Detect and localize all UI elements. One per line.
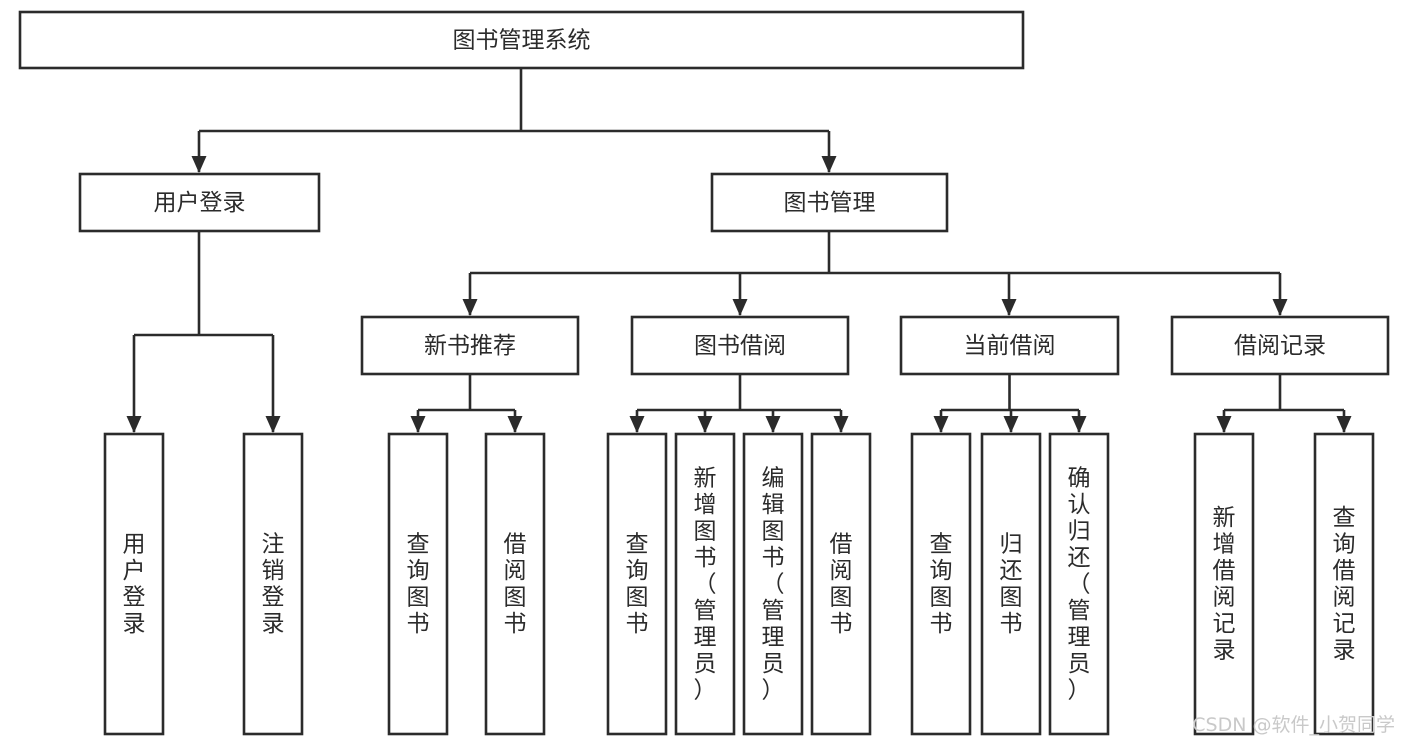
node-label-user-login: 用户登录 <box>154 190 246 216</box>
node-leaf-add-record[interactable]: 新增借阅记录 <box>1193 432 1255 736</box>
node-box-book-manage[interactable] <box>710 172 949 233</box>
arrow-head-icon <box>191 156 207 173</box>
node-label-new-book-recommend: 新书推荐 <box>424 333 516 359</box>
node-box-leaf-query-record[interactable] <box>1313 432 1375 736</box>
arrow-head-icon <box>1336 416 1352 433</box>
node-label-borrow-record: 借阅记录 <box>1234 333 1326 359</box>
arrow-head-icon <box>1003 416 1019 433</box>
node-box-leaf-borrow-book-rec[interactable] <box>484 432 546 736</box>
csdn-watermark: CSDN @软件_小贺同学 <box>1192 714 1395 736</box>
arrow-head-icon <box>765 416 781 433</box>
node-label-leaf-user-logout: 注销登录 <box>262 532 285 638</box>
node-leaf-query-record[interactable]: 查询借阅记录 <box>1313 432 1375 736</box>
node-box-leaf-return-book[interactable] <box>980 432 1042 736</box>
node-label-root: 图书管理系统 <box>453 28 591 54</box>
node-box-book-borrow[interactable] <box>630 315 850 376</box>
node-user-login[interactable]: 用户登录 <box>78 172 321 233</box>
arrow-head-icon <box>507 416 523 433</box>
node-label-leaf-add-record: 新增借阅记录 <box>1213 505 1236 664</box>
node-box-leaf-add-book[interactable] <box>674 432 736 736</box>
node-box-user-login[interactable] <box>78 172 321 233</box>
node-box-leaf-edit-book[interactable] <box>742 432 804 736</box>
node-leaf-query-book-rec[interactable]: 查询图书 <box>387 432 449 736</box>
arrow-head-icon <box>1216 416 1232 433</box>
node-box-leaf-add-record[interactable] <box>1193 432 1255 736</box>
node-leaf-return-book[interactable]: 归还图书 <box>980 432 1042 736</box>
node-box-leaf-borrow-book-b[interactable] <box>810 432 872 736</box>
node-leaf-confirm-return[interactable]: 确认归还（管理员） <box>1048 432 1110 736</box>
node-label-leaf-add-book: 新增图书（管理员） <box>694 465 717 703</box>
node-label-leaf-confirm-return: 确认归还（管理员） <box>1068 465 1091 703</box>
node-label-book-manage: 图书管理 <box>784 190 876 216</box>
node-box-leaf-confirm-return[interactable] <box>1048 432 1110 736</box>
node-book-manage[interactable]: 图书管理 <box>710 172 949 233</box>
node-box-new-book-recommend[interactable] <box>360 315 580 376</box>
node-box-leaf-user-login[interactable] <box>103 432 165 736</box>
node-leaf-user-logout[interactable]: 注销登录 <box>242 432 304 736</box>
node-label-book-borrow: 图书借阅 <box>694 333 786 359</box>
arrow-head-icon <box>410 416 426 433</box>
node-leaf-borrow-book-rec[interactable]: 借阅图书 <box>484 432 546 736</box>
arrow-head-icon <box>732 299 748 316</box>
node-current-borrow[interactable]: 当前借阅 <box>899 315 1120 376</box>
arrow-head-icon <box>833 416 849 433</box>
node-box-current-borrow[interactable] <box>899 315 1120 376</box>
node-label-leaf-return-book: 归还图书 <box>1000 532 1023 638</box>
node-box-leaf-user-logout[interactable] <box>242 432 304 736</box>
node-label-leaf-query-book-b: 查询图书 <box>626 532 649 638</box>
node-box-leaf-query-book-b[interactable] <box>606 432 668 736</box>
node-label-leaf-user-login: 用户登录 <box>123 532 146 638</box>
arrow-head-icon <box>126 416 142 433</box>
node-label-leaf-query-book-c: 查询图书 <box>930 532 953 638</box>
arrow-head-icon <box>697 416 713 433</box>
arrow-head-icon <box>462 299 478 316</box>
connector-layer <box>126 68 1352 433</box>
arrow-head-icon <box>1272 299 1288 316</box>
arrow-head-icon <box>933 416 949 433</box>
node-box-leaf-query-book-c[interactable] <box>910 432 972 736</box>
arrow-head-icon <box>821 156 837 173</box>
node-leaf-borrow-book-b[interactable]: 借阅图书 <box>810 432 872 736</box>
node-label-leaf-query-book-rec: 查询图书 <box>407 532 430 638</box>
node-layer: 图书管理系统用户登录图书管理新书推荐图书借阅当前借阅借阅记录用户登录注销登录查询… <box>18 10 1390 736</box>
node-label-leaf-borrow-book-rec: 借阅图书 <box>504 532 527 638</box>
node-leaf-edit-book[interactable]: 编辑图书（管理员） <box>742 432 804 736</box>
node-book-borrow[interactable]: 图书借阅 <box>630 315 850 376</box>
node-leaf-add-book[interactable]: 新增图书（管理员） <box>674 432 736 736</box>
node-label-leaf-edit-book: 编辑图书（管理员） <box>762 465 785 703</box>
node-label-leaf-query-record: 查询借阅记录 <box>1333 505 1356 664</box>
node-box-leaf-query-book-rec[interactable] <box>387 432 449 736</box>
arrow-head-icon <box>265 416 281 433</box>
arrow-head-icon <box>1071 416 1087 433</box>
node-box-borrow-record[interactable] <box>1170 315 1390 376</box>
node-label-leaf-borrow-book-b: 借阅图书 <box>830 532 853 638</box>
arrow-head-icon <box>1001 299 1017 316</box>
node-leaf-query-book-c[interactable]: 查询图书 <box>910 432 972 736</box>
node-leaf-user-login[interactable]: 用户登录 <box>103 432 165 736</box>
arrow-head-icon <box>629 416 645 433</box>
node-borrow-record[interactable]: 借阅记录 <box>1170 315 1390 376</box>
node-label-current-borrow: 当前借阅 <box>964 333 1056 359</box>
node-root[interactable]: 图书管理系统 <box>18 10 1025 70</box>
node-leaf-query-book-b[interactable]: 查询图书 <box>606 432 668 736</box>
node-box-root[interactable] <box>18 10 1025 70</box>
node-new-book-recommend[interactable]: 新书推荐 <box>360 315 580 376</box>
